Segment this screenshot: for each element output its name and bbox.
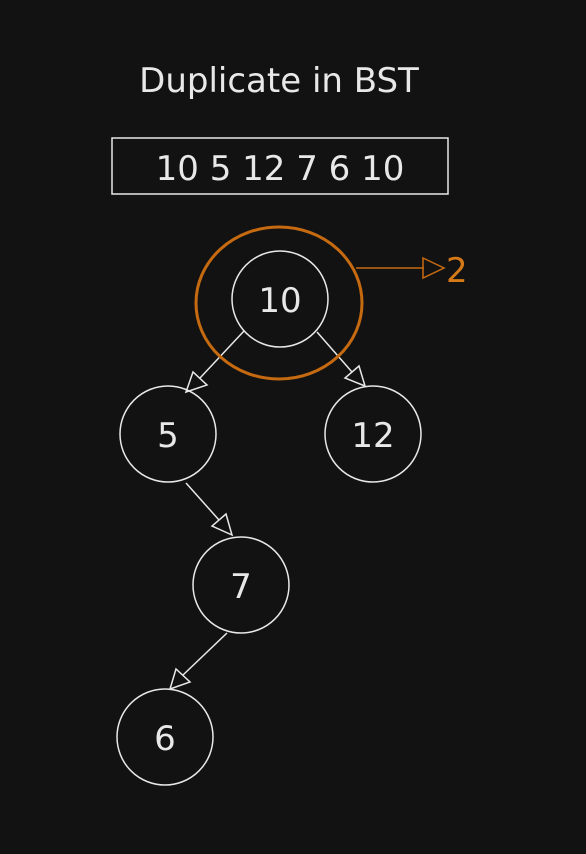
tree-node-12: 12 [324, 385, 422, 483]
edge-10-5-arrowhead [184, 370, 209, 394]
node-circle [231, 250, 329, 348]
node-label: 5 [157, 416, 179, 456]
sequence-text: 10 5 12 7 6 10 [156, 149, 405, 189]
node-circle [324, 385, 422, 483]
sequence-box [111, 137, 449, 195]
node-label: 7 [230, 567, 252, 607]
edge-10-12 [316, 331, 353, 373]
node-circle [192, 536, 290, 634]
tree-node-10: 10 [231, 250, 329, 348]
edge-7-6-arrowhead [168, 667, 192, 691]
tree-node-5: 5 [119, 385, 217, 483]
node-label: 6 [154, 719, 176, 759]
node-label: 10 [258, 281, 301, 321]
edge-10-5 [199, 330, 245, 379]
edge-10-12-arrowhead [343, 364, 367, 388]
tree-node-6: 6 [116, 688, 214, 786]
node-label: 12 [351, 416, 394, 456]
node-circle [119, 385, 217, 483]
duplicate-count-label: 2 [446, 251, 468, 291]
edge-5-7 [185, 482, 220, 521]
duplicate-count-arrowhead [422, 256, 446, 280]
edge-5-7-arrowhead [210, 512, 234, 537]
duplicate-highlight-ring [194, 225, 364, 381]
node-circle [116, 688, 214, 786]
diagram-title: Duplicate in BST [139, 61, 419, 101]
tree-node-7: 7 [192, 536, 290, 634]
edge-7-6 [182, 632, 228, 676]
